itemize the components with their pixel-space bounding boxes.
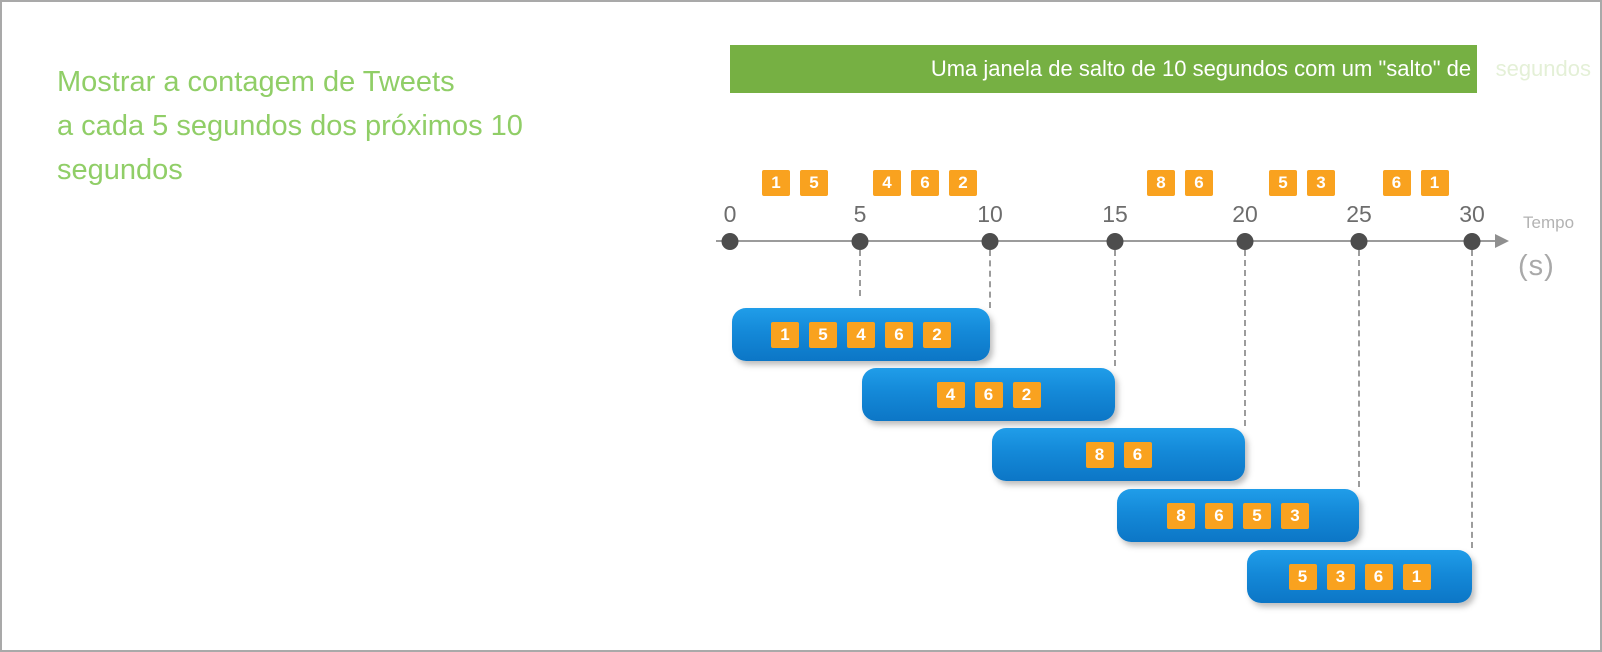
event-chip: 5 — [800, 170, 828, 196]
time-axis-line — [716, 240, 1496, 242]
window-chip: 2 — [1012, 381, 1041, 408]
tick-label-0: 0 — [723, 201, 737, 227]
window-chip: 8 — [1167, 502, 1195, 529]
axis-unit-seconds-label: (s) — [1518, 250, 1555, 282]
tick-dot-30 — [1463, 233, 1481, 250]
tick-dot-10 — [981, 233, 999, 250]
banner-caption: Uma janela de salto de 10 segundos com u… — [931, 45, 1591, 93]
tick-label-30: 30 — [1459, 201, 1485, 227]
title-line-3: segundos — [57, 154, 183, 186]
event-chip: 8 — [1147, 170, 1175, 196]
title-line-1: Mostrar a contagem de Tweets — [57, 66, 455, 98]
dashed-line-10 — [989, 250, 991, 308]
window-chip: 6 — [974, 381, 1003, 408]
window-chip: 5 — [1288, 563, 1317, 590]
banner-caption-overflow: segundos — [1489, 56, 1591, 81]
tick-dot-20 — [1236, 233, 1254, 250]
diagram-title: Mostrar a contagem de Tweets a cada 5 se… — [57, 60, 617, 192]
event-chip: 2 — [949, 170, 977, 196]
dashed-line-20 — [1244, 250, 1246, 426]
window-chip: 4 — [847, 321, 875, 348]
event-chip: 6 — [1382, 170, 1411, 196]
tick-dot-5 — [851, 233, 869, 250]
tick-label-5: 5 — [853, 201, 867, 227]
window-chip: 3 — [1326, 563, 1355, 590]
event-chip: 1 — [762, 170, 790, 196]
window-chip: 6 — [1123, 441, 1152, 468]
axis-unit-label: Tempo — [1523, 213, 1575, 232]
event-chip: 6 — [1185, 170, 1213, 196]
window-chip: 5 — [809, 321, 837, 348]
window-chip: 2 — [923, 321, 951, 348]
event-chip: 6 — [911, 170, 939, 196]
window-chip: 3 — [1281, 502, 1309, 529]
window-chip: 1 — [1402, 563, 1431, 590]
window-chip: 6 — [1205, 502, 1233, 529]
window-chip: 6 — [1364, 563, 1393, 590]
window-chip: 6 — [885, 321, 913, 348]
event-chip: 4 — [873, 170, 901, 196]
tick-dot-0 — [721, 233, 739, 250]
window-chip: 4 — [936, 381, 965, 408]
event-chip: 1 — [1420, 170, 1449, 196]
title-line-2: a cada 5 segundos dos próximos 10 — [57, 110, 523, 142]
tick-label-25: 25 — [1346, 201, 1372, 227]
time-axis-arrowhead-icon — [1495, 234, 1509, 248]
window-chip: 5 — [1243, 502, 1271, 529]
window-chip: 8 — [1085, 441, 1114, 468]
dashed-line-15 — [1114, 250, 1116, 366]
dashed-line-25 — [1358, 250, 1360, 487]
window-chip: 1 — [771, 321, 799, 348]
tick-label-10: 10 — [977, 201, 1003, 227]
dashed-line-5 — [859, 250, 861, 296]
banner-caption-main: Uma janela de salto de 10 segundos com u… — [930, 56, 1490, 81]
event-chip: 3 — [1307, 170, 1335, 196]
tick-label-20: 20 — [1232, 201, 1258, 227]
event-chip: 5 — [1269, 170, 1297, 196]
banner-background — [730, 45, 1477, 93]
tick-label-15: 15 — [1102, 201, 1128, 227]
tick-dot-25 — [1350, 233, 1368, 250]
dashed-line-30 — [1471, 250, 1473, 548]
tick-dot-15 — [1106, 233, 1124, 250]
